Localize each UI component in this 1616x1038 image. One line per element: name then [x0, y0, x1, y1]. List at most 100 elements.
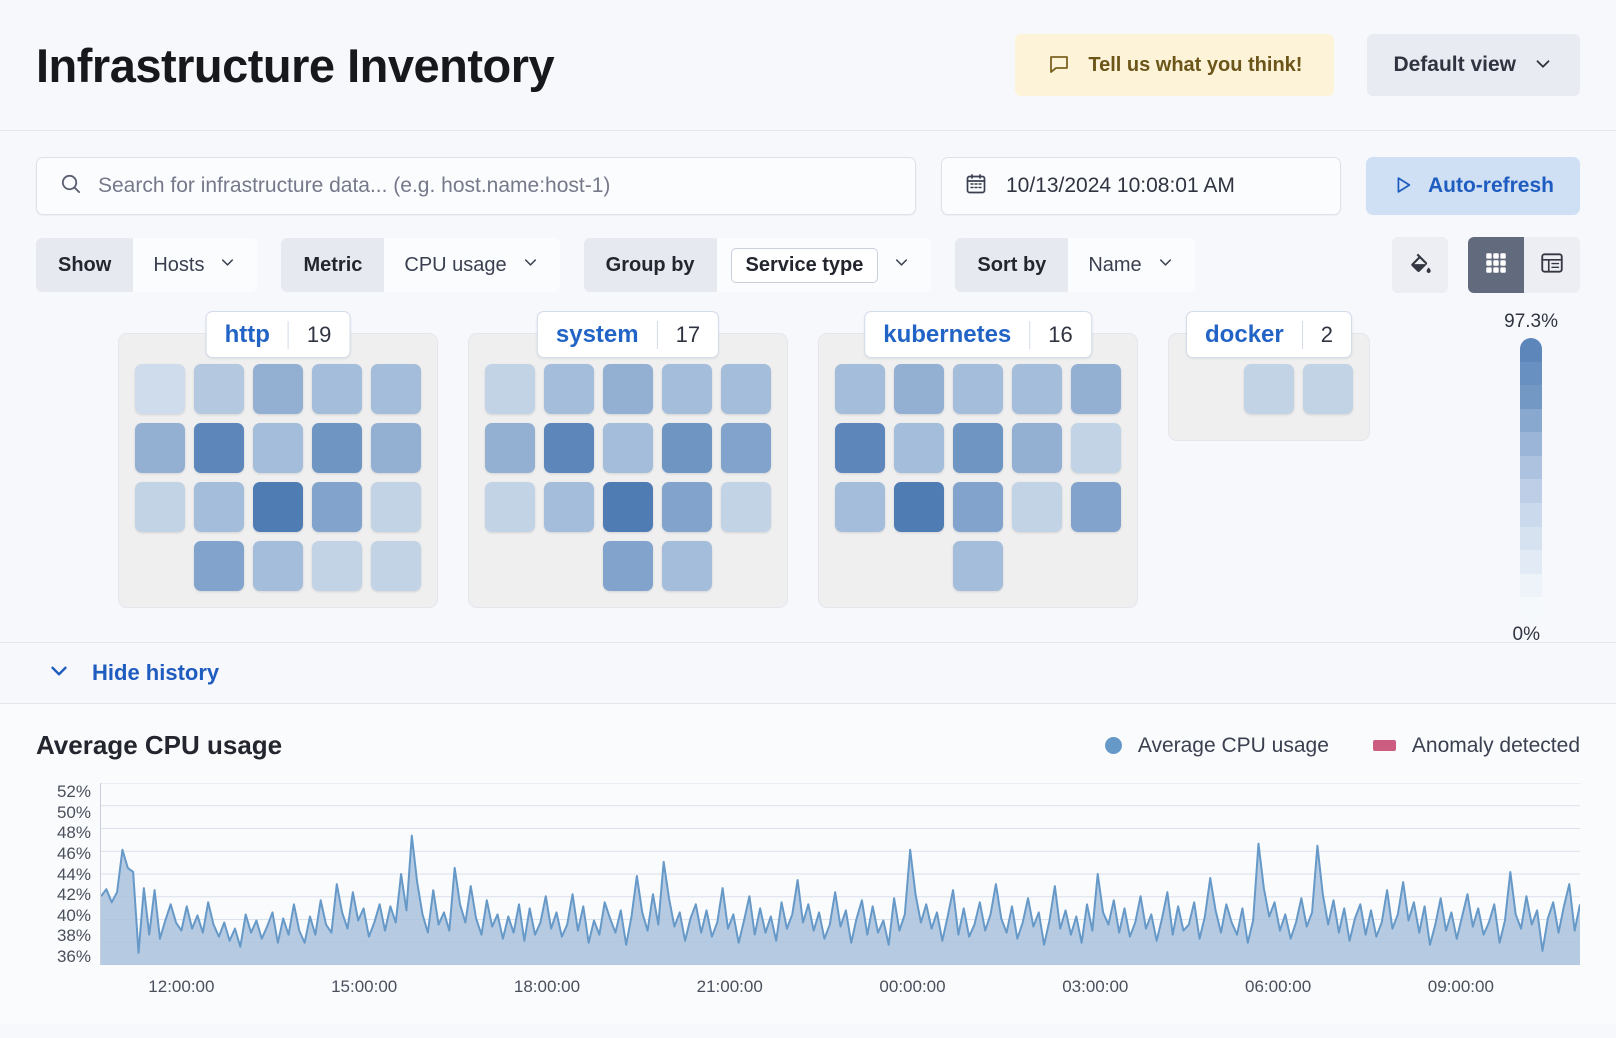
waffle-node[interactable]: [1244, 364, 1294, 414]
header-actions: Tell us what you think! Default view: [1015, 34, 1580, 96]
waffle-node[interactable]: [253, 482, 303, 532]
filter-group-by-label: Group by: [583, 238, 717, 292]
waffle-node[interactable]: [953, 364, 1003, 414]
waffle-node[interactable]: [953, 541, 1003, 591]
waffle-row: [135, 364, 421, 414]
waffle-node[interactable]: [894, 423, 944, 473]
waffle-node[interactable]: [1012, 364, 1062, 414]
waffle-node[interactable]: [721, 482, 771, 532]
waffle-node[interactable]: [662, 364, 712, 414]
legend-label: Anomaly detected: [1411, 733, 1580, 757]
filter-metric-select[interactable]: CPU usage: [384, 238, 560, 292]
grid-view-button[interactable]: [1468, 237, 1524, 293]
waffle-node[interactable]: [312, 364, 362, 414]
search-input[interactable]: Search for infrastructure data... (e.g. …: [36, 157, 916, 215]
waffle-node[interactable]: [953, 423, 1003, 473]
feedback-label: Tell us what you think!: [1088, 53, 1303, 76]
waffle-node[interactable]: [544, 482, 594, 532]
waffle-node[interactable]: [371, 541, 421, 591]
waffle-node[interactable]: [485, 482, 535, 532]
legend-step: [1520, 361, 1542, 386]
waffle-node[interactable]: [1012, 482, 1062, 532]
waffle-node[interactable]: [371, 423, 421, 473]
waffle-node[interactable]: [312, 482, 362, 532]
filter-show-select[interactable]: Hosts: [133, 238, 258, 292]
search-icon: [59, 172, 82, 200]
y-tick-label: 42%: [56, 885, 91, 905]
filter-group-by-select[interactable]: Service type: [716, 238, 932, 292]
waffle-node[interactable]: [662, 423, 712, 473]
waffle-node[interactable]: [894, 364, 944, 414]
waffle-node[interactable]: [312, 423, 362, 473]
waffle-node[interactable]: [135, 423, 185, 473]
waffle-node[interactable]: [544, 423, 594, 473]
waffle-node[interactable]: [194, 423, 244, 473]
waffle-node[interactable]: [662, 541, 712, 591]
waffle-row: [135, 482, 421, 532]
waffle-node[interactable]: [135, 482, 185, 532]
waffle-node[interactable]: [953, 482, 1003, 532]
legend-item-average-cpu-usage[interactable]: Average CPU usage: [1104, 734, 1329, 758]
waffle-node[interactable]: [485, 364, 535, 414]
waffle-node[interactable]: [312, 541, 362, 591]
waffle-row: [135, 423, 421, 473]
waffle-node[interactable]: [603, 541, 653, 591]
legend-min-label: 0%: [1512, 624, 1540, 645]
waffle-node[interactable]: [1071, 423, 1121, 473]
waffle-node[interactable]: [194, 541, 244, 591]
table-view-button[interactable]: [1524, 237, 1580, 293]
waffle-node[interactable]: [194, 482, 244, 532]
feedback-button[interactable]: Tell us what you think!: [1015, 34, 1335, 96]
filter-sort-by: Sort by Name: [955, 238, 1195, 292]
x-tick-label: 18:00:00: [513, 977, 581, 996]
waffle-node[interactable]: [1012, 423, 1062, 473]
waffle-node[interactable]: [835, 482, 885, 532]
comment-icon: [1047, 52, 1071, 79]
waffle-node[interactable]: [894, 482, 944, 532]
waffle-node[interactable]: [485, 423, 535, 473]
filter-metric-label: Metric: [281, 238, 385, 292]
date-picker[interactable]: 10/13/2024 10:08:01 AM: [940, 157, 1341, 215]
waffle-node[interactable]: [1071, 364, 1121, 414]
x-tick-label: 03:00:00: [1062, 977, 1129, 996]
waffle-node[interactable]: [371, 482, 421, 532]
waffle-node[interactable]: [135, 364, 185, 414]
waffle-node[interactable]: [253, 364, 303, 414]
waffle-node[interactable]: [1071, 482, 1121, 532]
waffle-node[interactable]: [544, 364, 594, 414]
filter-sort-by-select[interactable]: Name: [1068, 238, 1195, 292]
legend-dot-icon: [1104, 737, 1122, 754]
waffle-node[interactable]: [835, 364, 885, 414]
legend-item-anomaly-detected[interactable]: Anomaly detected: [1372, 733, 1580, 758]
waffle-node[interactable]: [253, 423, 303, 473]
palette-button[interactable]: [1392, 237, 1448, 293]
waffle-row: [835, 541, 1121, 591]
waffle-node[interactable]: [835, 423, 885, 473]
waffle-node[interactable]: [253, 541, 303, 591]
cpu-usage-area-chart: [101, 782, 1580, 966]
waffle-node[interactable]: [194, 364, 244, 414]
waffle-node[interactable]: [1303, 364, 1353, 414]
waffle-node[interactable]: [721, 364, 771, 414]
waffle-node[interactable]: [662, 482, 712, 532]
waffle-spacer: [835, 541, 885, 591]
default-view-select[interactable]: Default view: [1367, 34, 1580, 96]
waffle-node[interactable]: [603, 423, 653, 473]
waffle-spacer: [894, 541, 944, 591]
waffle-node[interactable]: [603, 482, 653, 532]
auto-refresh-button[interactable]: Auto-refresh: [1365, 157, 1580, 215]
waffle-node[interactable]: [721, 423, 771, 473]
waffle-node[interactable]: [603, 364, 653, 414]
waffle-node[interactable]: [371, 364, 421, 414]
waffle-row: [135, 541, 421, 591]
x-tick-label: 15:00:00: [331, 977, 398, 996]
hide-history-toggle[interactable]: Hide history: [0, 642, 1616, 704]
chevron-down-icon: [892, 253, 911, 278]
y-tick-label: 46%: [56, 843, 91, 863]
